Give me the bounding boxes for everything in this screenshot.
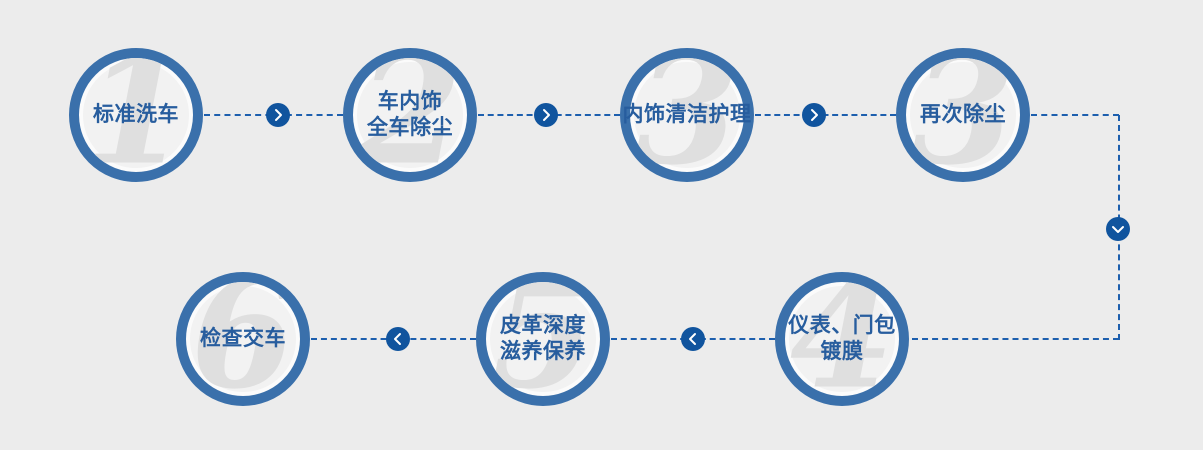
- arrow-left-icon: [386, 327, 410, 351]
- step-label: 标准洗车: [93, 102, 179, 126]
- step-3-interior-cleaning-circle: 3 内饰清洁护理: [620, 48, 754, 182]
- arrow-left-icon: [681, 327, 705, 351]
- step-label: 检查交车: [200, 326, 286, 350]
- step-2-interior-dusting-circle: 2 车内饰 全车除尘: [343, 48, 477, 182]
- arrow-right-icon: [266, 103, 290, 127]
- step-number-watermark: 2: [357, 58, 463, 172]
- step-7-inspection-delivery-circle: 6 检查交车: [176, 272, 310, 406]
- watermark-clip: 4: [785, 282, 899, 396]
- watermark-clip: 3: [630, 58, 744, 172]
- watermark-clip: 6: [186, 282, 300, 396]
- watermark-clip: 3: [906, 58, 1020, 172]
- arrow-right-icon: [802, 103, 826, 127]
- step-number-watermark: 5: [490, 282, 596, 396]
- watermark-clip: 1: [79, 58, 193, 172]
- arrow-right-icon: [534, 103, 558, 127]
- step-5-dashboard-coating-circle: 4 仪表、门包 镀膜: [775, 272, 909, 406]
- step-number-watermark: 3: [634, 58, 740, 172]
- arrow-down-icon: [1106, 217, 1130, 241]
- step-6-leather-care-circle: 5 皮革深度 滋养保养: [476, 272, 610, 406]
- step-number-watermark: 1: [83, 58, 189, 172]
- step-label: 仪表、门包 镀膜: [788, 313, 896, 363]
- step-number-watermark: 6: [190, 282, 296, 396]
- step-number-watermark: 3: [910, 58, 1016, 172]
- connector-line: [1031, 114, 1119, 116]
- watermark-clip: 5: [486, 282, 600, 396]
- connector-line: [912, 338, 1119, 340]
- step-label: 再次除尘: [920, 102, 1006, 126]
- watermark-clip: 2: [353, 58, 467, 172]
- step-label: 皮革深度 滋养保养: [500, 313, 586, 363]
- step-4-re-dusting-circle: 3 再次除尘: [896, 48, 1030, 182]
- step-1-standard-wash-circle: 1 标准洗车: [69, 48, 203, 182]
- step-number-watermark: 4: [789, 282, 895, 396]
- step-label: 内饰清洁护理: [622, 102, 752, 126]
- step-label: 车内饰 全车除尘: [367, 89, 453, 139]
